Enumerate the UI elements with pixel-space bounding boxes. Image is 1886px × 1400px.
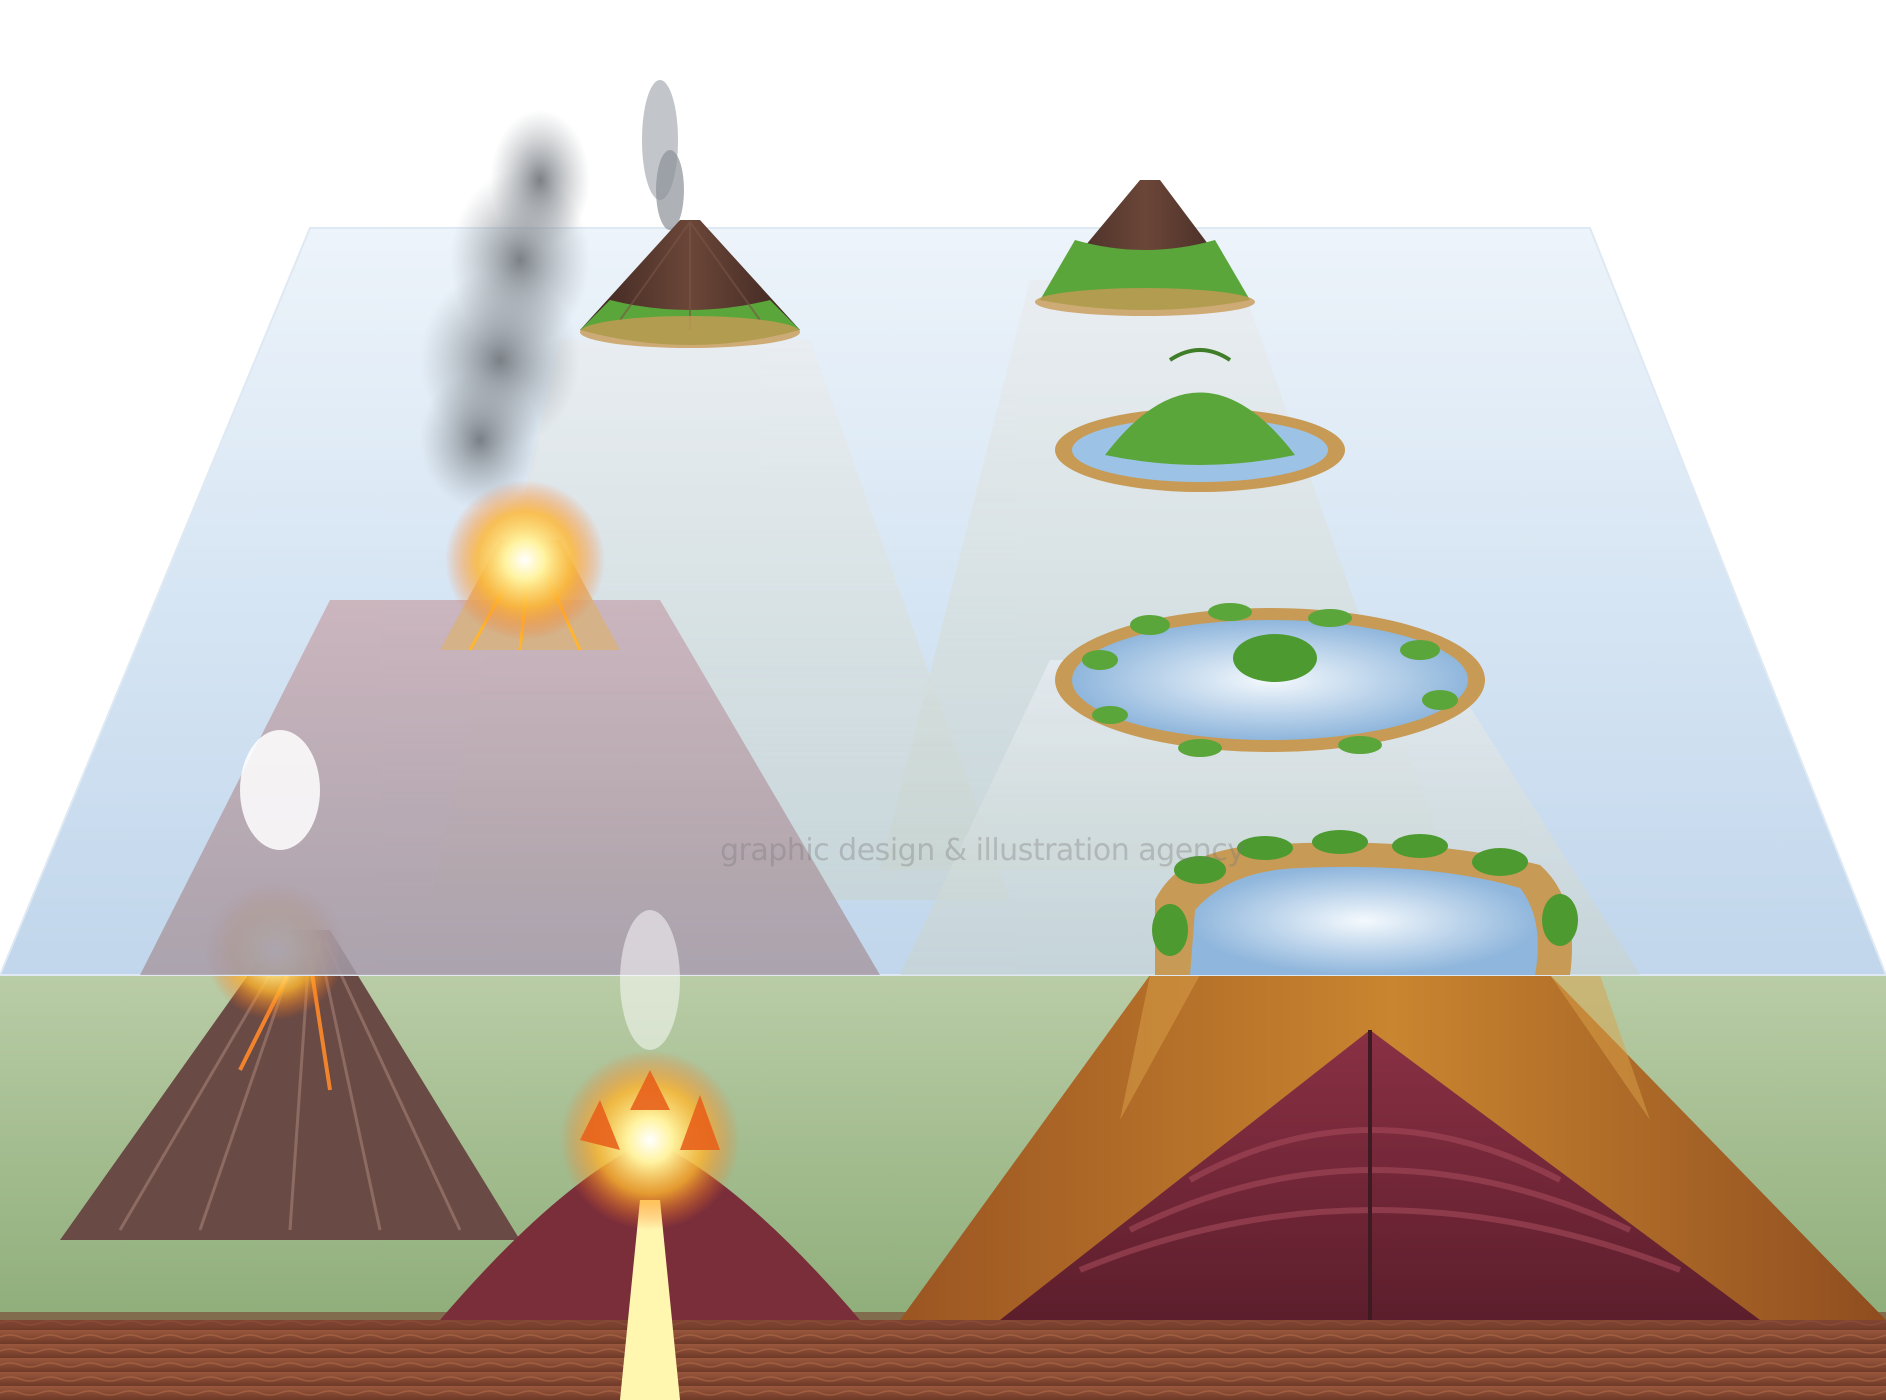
island-eruption-glow (445, 480, 605, 640)
crust-layer (0, 1320, 1886, 1400)
watermark: graphic design & illustration agency (720, 833, 1244, 868)
central-islet (1233, 634, 1317, 682)
watermark-text: graphic design & illustration agency (720, 833, 1244, 868)
